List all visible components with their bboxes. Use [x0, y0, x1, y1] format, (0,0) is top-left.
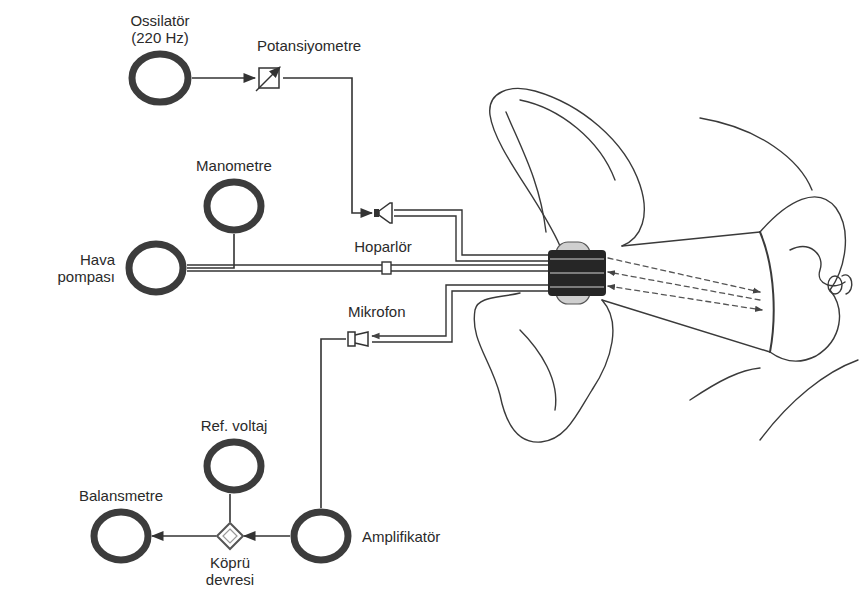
- bridge-outline: [223, 529, 237, 543]
- unit-ring: [132, 54, 188, 102]
- ring-outline: [90, 508, 152, 564]
- unit-label: Manometre: [194, 157, 274, 174]
- unit-ring: [207, 182, 261, 230]
- unit-ring: [129, 244, 183, 292]
- signal-wire: [187, 234, 234, 268]
- middle-ear: [760, 197, 845, 361]
- oscillator-unit: Ossilatör (220 Hz): [128, 50, 192, 106]
- signal-wire: [192, 77, 255, 79]
- signal-wire: [152, 535, 216, 537]
- unit-label: Potansiyometre: [255, 37, 363, 54]
- probe-channel: [550, 258, 604, 260]
- unit-label: Ref. voltaj: [199, 417, 270, 434]
- ring-outline: [128, 50, 192, 106]
- sound-path: [608, 272, 760, 300]
- probe-channel: [550, 272, 604, 274]
- head-outline: [690, 368, 760, 400]
- speaker-outline: [372, 202, 394, 224]
- ring-outline: [290, 508, 352, 564]
- pot-outline: [255, 64, 283, 92]
- mic-capsule: [355, 332, 368, 346]
- air-tube: [187, 264, 548, 265]
- mic-body: [348, 332, 355, 346]
- unit-label: Balansmetre: [77, 487, 165, 504]
- probe-channel: [550, 286, 604, 288]
- potentiometer-symbol: Potansiyometre: [255, 64, 283, 92]
- speaker-cone: [379, 203, 392, 223]
- signal-wire: [244, 535, 290, 537]
- ring-outline: [125, 240, 187, 296]
- ossicles: [828, 276, 842, 294]
- unit-label: Hava pompası: [33, 251, 117, 285]
- signal-wire: [283, 78, 372, 213]
- mic-outline: [346, 330, 372, 348]
- head-outline: [700, 118, 812, 190]
- unit-label: Ossilatör (220 Hz): [113, 12, 207, 46]
- cochlea: [842, 275, 852, 294]
- ossicles: [790, 247, 845, 286]
- unit-ring: [94, 512, 148, 560]
- signal-wire: [229, 494, 231, 522]
- wiper-arrow: [256, 67, 280, 91]
- ring-outline: [203, 438, 265, 494]
- antihelix: [506, 112, 546, 232]
- manometer-unit: Manometre: [203, 178, 265, 234]
- unit-label: Mikrofon: [346, 303, 408, 320]
- ear-canal: [622, 232, 760, 246]
- diamond-outline: [216, 522, 244, 550]
- unit-ring: [294, 512, 348, 560]
- reference-voltage-unit: Ref. voltaj: [203, 438, 265, 494]
- balance-meter-unit: Balansmetre: [90, 508, 152, 564]
- pinna-outline: [490, 89, 645, 246]
- speaker-tube: [394, 216, 548, 261]
- speaker-symbol: Hoparlör: [372, 202, 394, 224]
- eardrum: [760, 232, 774, 352]
- bridge-outline: [217, 523, 243, 549]
- sound-path: [608, 286, 762, 310]
- unit-label: Köprü devresi: [196, 554, 264, 588]
- unit-label: Amplifikatör: [360, 528, 442, 545]
- valve: [382, 262, 391, 274]
- air-tube: [187, 270, 548, 271]
- amplifier-unit: Amplifikatör: [290, 508, 352, 564]
- head-outline: [760, 360, 858, 440]
- microphone-symbol: Mikrofon: [346, 330, 372, 348]
- unit-ring: [207, 442, 261, 490]
- antihelix: [520, 100, 615, 180]
- bridge-circuit-diamond: Köprü devresi: [216, 522, 244, 550]
- sound-path: [608, 258, 760, 292]
- ring-outline: [203, 178, 265, 234]
- probe-tip: [548, 250, 606, 296]
- unit-label: Hoparlör: [352, 238, 414, 255]
- pinna-lobe: [474, 293, 613, 442]
- concha-fold: [520, 330, 556, 410]
- speaker-tube: [394, 210, 548, 255]
- air-pump-unit: Hava pompası: [125, 240, 187, 296]
- signal-wire: [321, 339, 346, 508]
